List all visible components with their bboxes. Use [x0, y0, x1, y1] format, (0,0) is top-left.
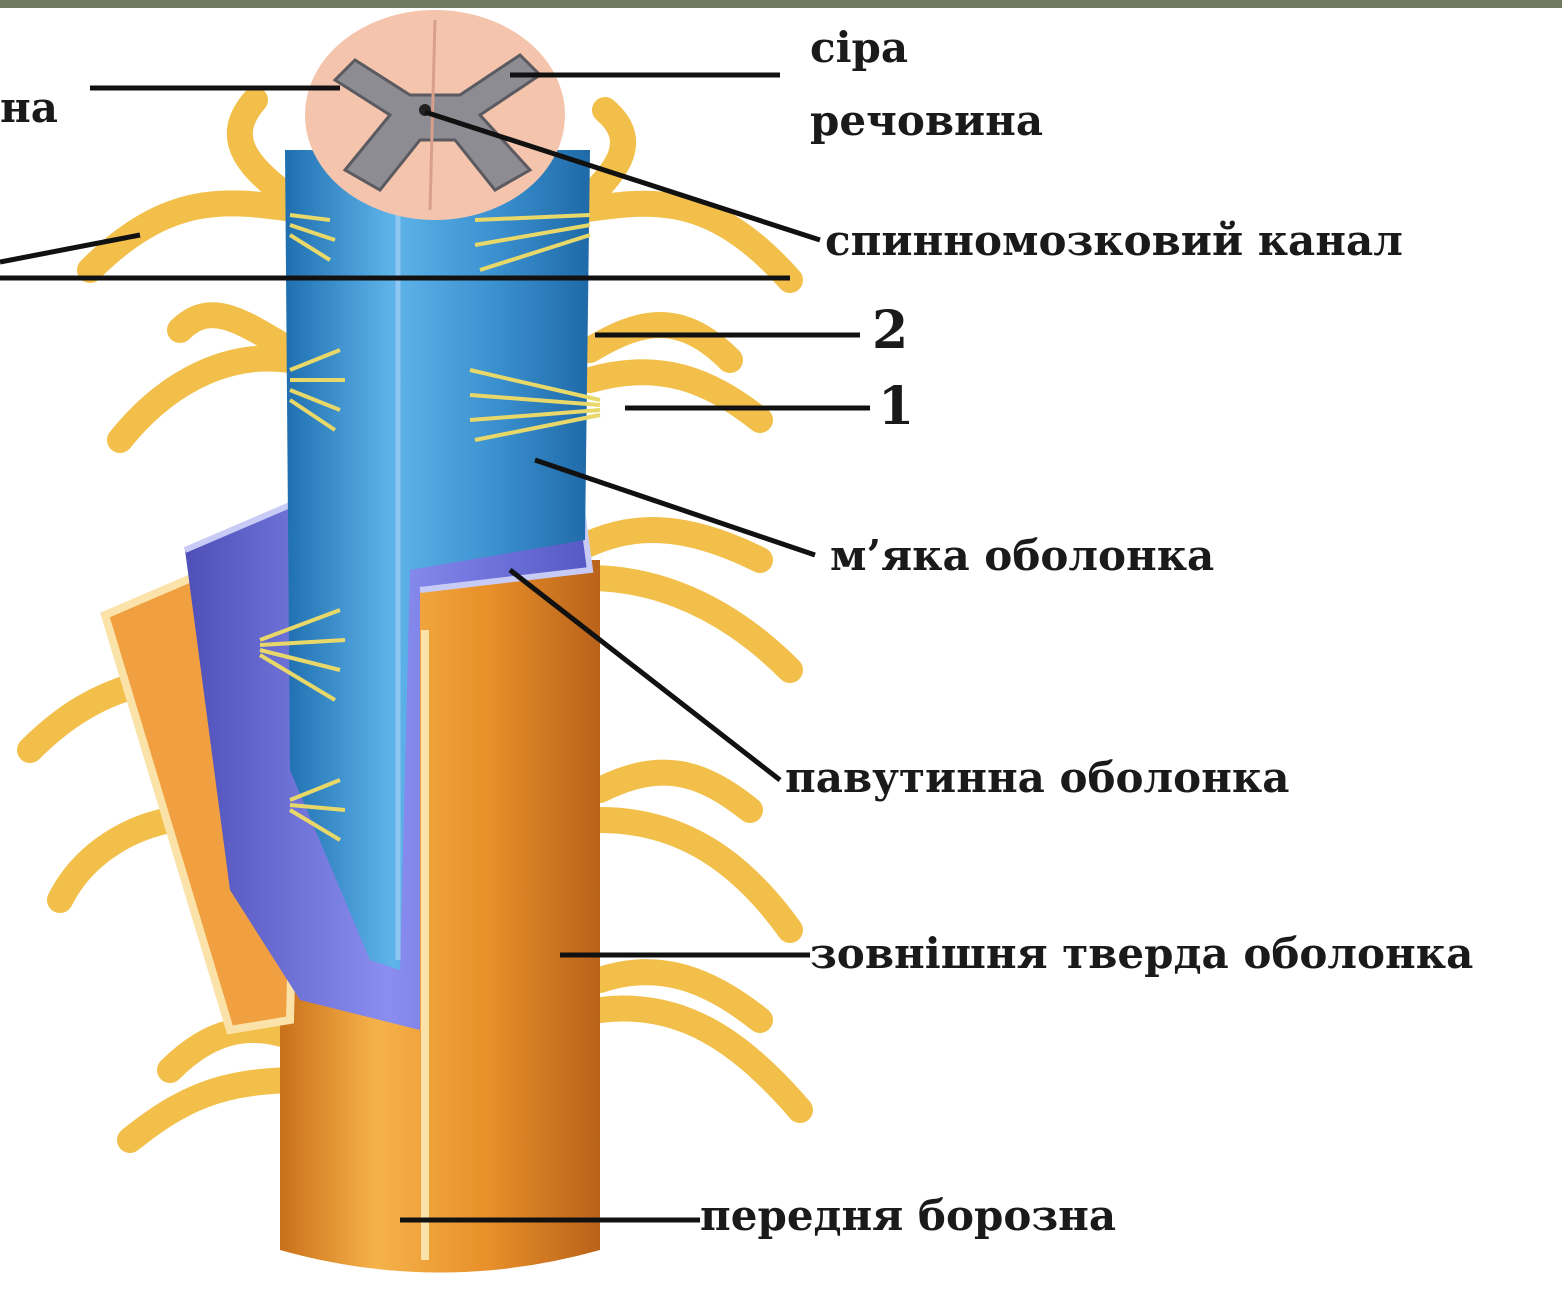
label-white-matter-fragment: на	[0, 82, 58, 135]
label-dura-mater: зовнішня тверда оболонка	[810, 928, 1473, 981]
label-arachnoid: павутинна оболонка	[785, 752, 1289, 805]
label-marker-1: 1	[878, 374, 914, 439]
label-central-canal: спинномозковий канал	[825, 215, 1403, 268]
label-marker-2: 2	[872, 298, 908, 363]
label-gray-matter-line1: сіра	[810, 22, 908, 75]
top-frame-bar	[0, 0, 1562, 8]
label-gray-matter-line2: речовина	[810, 95, 1043, 148]
label-anterior-fissure: передня борозна	[700, 1190, 1116, 1243]
label-pia-mater: м’яка оболонка	[830, 530, 1214, 583]
